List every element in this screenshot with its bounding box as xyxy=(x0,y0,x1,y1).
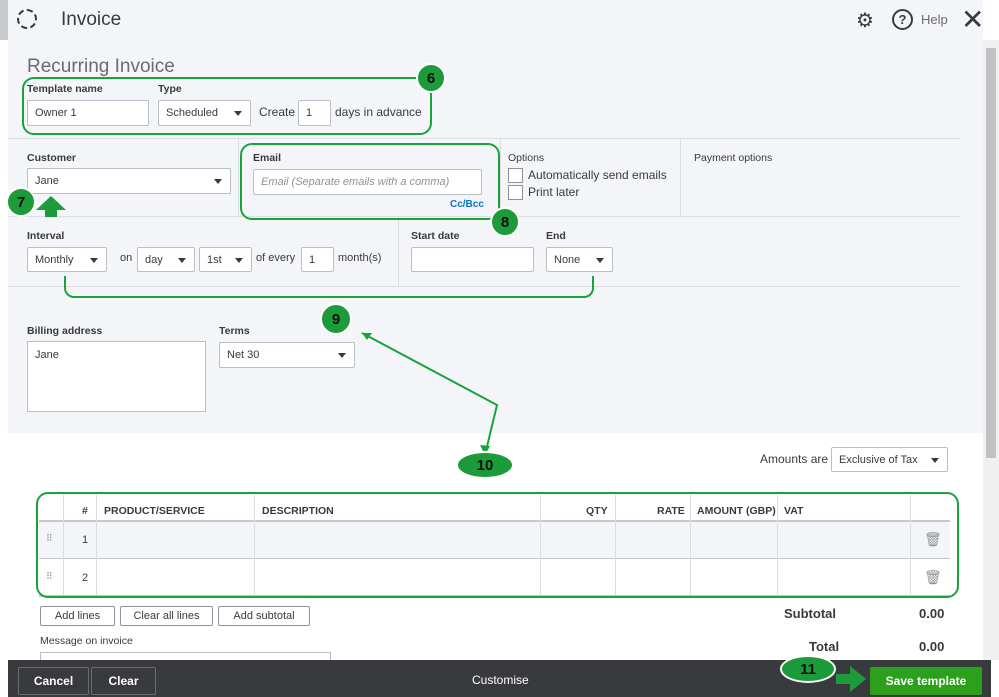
email-label: Email xyxy=(253,152,282,164)
start-date-label: Start date xyxy=(411,230,460,242)
annotation-badge-11: 11 xyxy=(780,655,836,683)
save-template-button[interactable]: Save template xyxy=(870,667,982,695)
scrollbar[interactable] xyxy=(983,40,999,660)
type-label: Type xyxy=(158,83,182,95)
annotation-badge-10: 10 xyxy=(456,451,514,479)
terms-select[interactable]: Net 30 xyxy=(219,342,355,368)
billing-address-input[interactable]: Jane xyxy=(27,341,206,412)
payment-options-label[interactable]: Payment options xyxy=(694,152,773,164)
col-vat: VAT xyxy=(784,505,804,517)
col-product: PRODUCT/SERVICE xyxy=(104,505,205,517)
annotation-badge-7: 7 xyxy=(6,187,36,217)
auto-send-checkbox[interactable] xyxy=(508,168,523,183)
type-select[interactable]: Scheduled xyxy=(158,100,251,126)
options-label: Options xyxy=(508,152,545,164)
gear-icon[interactable]: ⚙ xyxy=(856,10,874,32)
col-rate: RATE xyxy=(657,505,685,517)
template-name-input[interactable]: Owner 1 xyxy=(27,100,149,126)
arrow-up-shaft xyxy=(45,209,57,217)
annotation-badge-9: 9 xyxy=(320,303,352,335)
trash-icon[interactable]: 🗑 xyxy=(924,531,942,547)
print-later-label: Print later xyxy=(528,185,580,199)
annotation-bracket-9 xyxy=(64,276,594,298)
arrow-right-head xyxy=(850,666,866,692)
billing-address-value: Jane xyxy=(35,349,59,361)
create-days-input[interactable]: 1 xyxy=(298,100,331,126)
end-label: End xyxy=(546,230,566,242)
customise-link[interactable]: Customise xyxy=(472,673,529,687)
start-date-input[interactable] xyxy=(411,247,534,272)
total-value: 0.00 xyxy=(919,639,945,654)
help-icon[interactable]: ? xyxy=(892,9,913,30)
clear-button[interactable]: Clear xyxy=(91,667,156,695)
amounts-are-label: Amounts are xyxy=(760,452,829,466)
print-later-checkbox[interactable] xyxy=(508,185,523,200)
customer-label: Customer xyxy=(27,152,77,164)
billing-address-label: Billing address xyxy=(27,325,103,337)
close-icon[interactable]: ✕ xyxy=(961,4,985,35)
interval-select[interactable]: Monthly xyxy=(27,247,107,272)
page-title: Invoice xyxy=(61,9,122,30)
help-link[interactable]: Help xyxy=(921,12,948,27)
col-description: DESCRIPTION xyxy=(262,505,334,517)
email-placeholder: Email (Separate emails with a comma) xyxy=(261,176,450,188)
left-edge xyxy=(0,0,8,40)
end-select[interactable]: None xyxy=(546,247,613,272)
trash-icon[interactable]: 🗑 xyxy=(924,569,942,585)
amounts-are-select[interactable]: Exclusive of Tax xyxy=(831,447,948,472)
auto-send-label: Automatically send emails xyxy=(528,168,667,182)
customer-select[interactable]: Jane xyxy=(27,168,231,194)
total-label: Total xyxy=(809,639,840,654)
subtotal-value: 0.00 xyxy=(919,606,945,621)
form-heading: Recurring Invoice xyxy=(27,56,175,77)
create-label: Create xyxy=(259,105,296,119)
arrow-up-icon xyxy=(36,196,66,210)
email-input[interactable]: Email (Separate emails with a comma) xyxy=(253,169,482,195)
recurring-icon xyxy=(17,9,37,29)
annotation-box-8 xyxy=(240,143,500,220)
annotation-box-table xyxy=(36,492,959,598)
days-in-advance-label: days in advance xyxy=(335,105,422,119)
col-qty: QTY xyxy=(586,505,608,517)
row-number: 1 xyxy=(82,534,89,546)
add-subtotal-button[interactable]: Add subtotal xyxy=(218,606,310,626)
col-amount: AMOUNT (GBP) xyxy=(697,505,776,517)
cc-bcc-link[interactable]: Cc/Bcc xyxy=(450,199,484,210)
annotation-box-6 xyxy=(22,77,432,135)
interval-label: Interval xyxy=(27,230,65,242)
col-num: # xyxy=(82,505,88,517)
every-input[interactable]: 1 xyxy=(301,247,334,272)
on-unit-select[interactable]: day xyxy=(137,247,195,272)
row-number: 2 xyxy=(82,572,89,584)
message-label: Message on invoice xyxy=(40,635,133,647)
annotation-badge-8: 8 xyxy=(490,207,520,237)
drag-handle-icon[interactable]: ⠿ xyxy=(46,533,53,543)
on-day-select[interactable]: 1st xyxy=(199,247,252,272)
months-label: month(s) xyxy=(338,252,382,264)
drag-handle-icon[interactable]: ⠿ xyxy=(46,571,53,581)
add-lines-button[interactable]: Add lines xyxy=(40,606,115,626)
template-name-label: Template name xyxy=(27,83,103,95)
subtotal-label: Subtotal xyxy=(784,606,836,621)
arrow-right-icon xyxy=(836,674,852,684)
annotation-badge-6: 6 xyxy=(416,63,446,93)
on-label: on xyxy=(120,252,133,264)
of-every-label: of every xyxy=(256,252,296,264)
clear-all-lines-button[interactable]: Clear all lines xyxy=(120,606,213,626)
terms-label: Terms xyxy=(219,325,250,337)
cancel-button[interactable]: Cancel xyxy=(18,667,89,695)
